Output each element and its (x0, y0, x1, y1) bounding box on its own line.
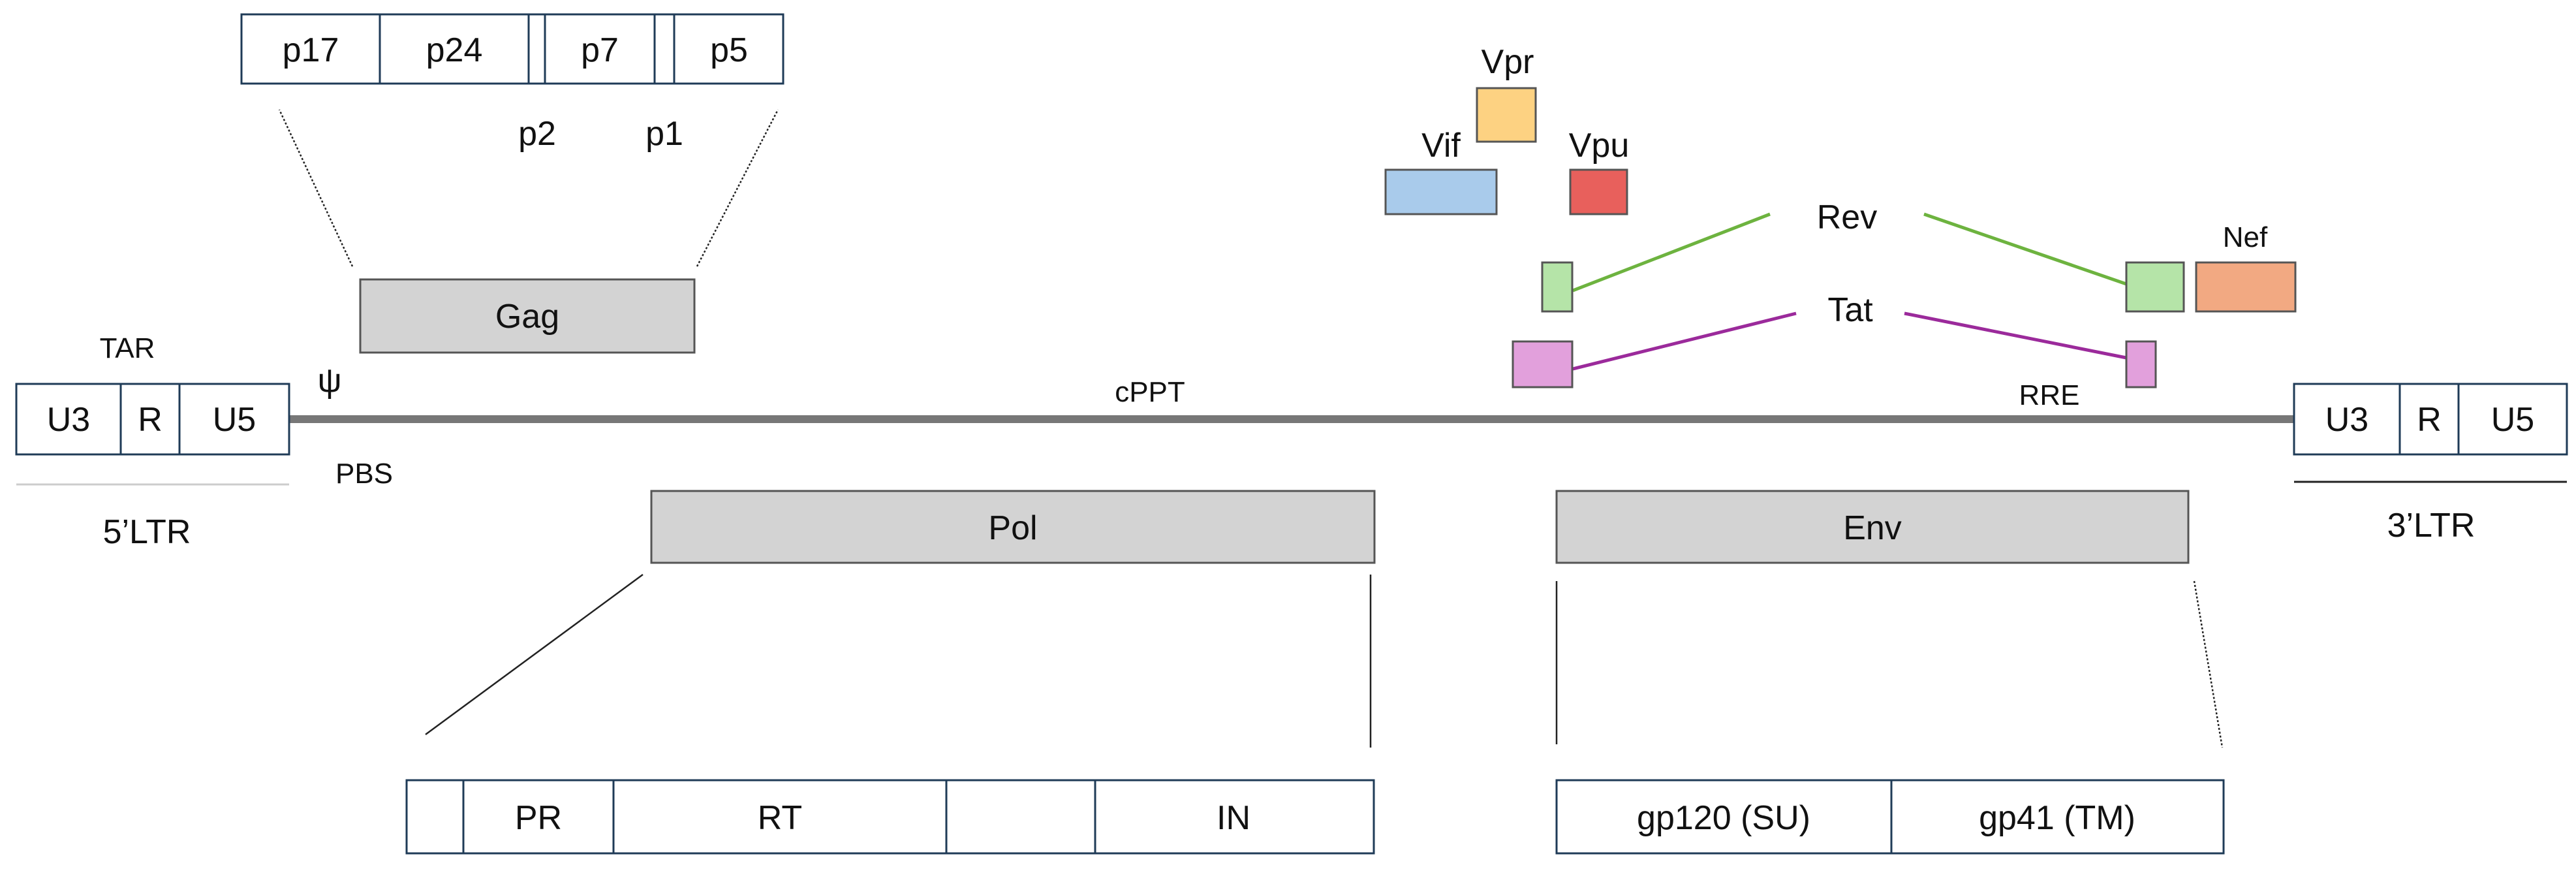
gag-p7: p7 (581, 31, 619, 69)
pol-rt: RT (758, 799, 802, 837)
pol-in: IN (1217, 799, 1250, 837)
pol-label: Pol (988, 509, 1037, 547)
vpr-label: Vpr (1482, 43, 1534, 81)
ltr5-box (15, 383, 290, 456)
gag-label: Gag (495, 298, 559, 336)
tar-label: TAR (100, 332, 155, 364)
psi-label: ψ (317, 362, 341, 400)
tat-splice-left (1572, 311, 1797, 371)
rre-label: RRE (2019, 379, 2080, 411)
rev-splice-right (1923, 212, 2127, 286)
ltr3-label: 3’LTR (2387, 507, 2475, 545)
gag-gene (359, 278, 696, 354)
tat-label: Tat (1827, 291, 1873, 329)
ltr3-r: R (2417, 401, 2442, 439)
env-gene (1555, 490, 2190, 564)
gag-zoom-left (278, 109, 354, 267)
gag-products: p17 p24 p7 p5 p2 p1 (240, 13, 784, 153)
rev-splice-left (1572, 212, 1771, 292)
env-products: gp120 (SU) gp41 (TM) (1555, 779, 2225, 855)
rev-exon1 (1541, 261, 1574, 313)
gag-zoom-right (696, 109, 779, 267)
env-products-box (1555, 779, 2225, 855)
pol-products-box (405, 779, 1375, 855)
ltr3-box (2293, 383, 2568, 456)
ltr5-u5: U5 (213, 401, 256, 439)
tat-splice-right (1904, 311, 2127, 360)
nef-label: Nef (2223, 221, 2268, 253)
env-gp120: gp120 (SU) (1637, 799, 1810, 837)
ltr3-u3: U3 (2325, 401, 2368, 439)
gag-products-box (240, 13, 784, 85)
tat-exon1 (1512, 340, 1574, 388)
ltr3-u5: U5 (2491, 401, 2534, 439)
env-label: Env (1843, 509, 1902, 547)
ltr5-u3: U3 (47, 401, 90, 439)
cppt-label: cPPT (1115, 376, 1185, 408)
env-gp41: gp41 (TM) (1979, 799, 2135, 837)
pol-pr: PR (515, 799, 562, 837)
env-zoom-right (2193, 580, 2224, 748)
gag-p1: p1 (645, 115, 683, 153)
gag-p5: p5 (710, 31, 748, 69)
gag-p24: p24 (426, 31, 483, 69)
tat-exon2 (2125, 340, 2157, 388)
pol-products: PR RT IN (405, 779, 1375, 855)
ltr-3prime: U3 R U5 3’LTR (2293, 383, 2568, 545)
ltr5-label: 5’LTR (103, 513, 191, 551)
vpu-label: Vpu (1569, 127, 1630, 165)
vpr-gene (1476, 87, 1537, 143)
gag-p2: p2 (518, 115, 556, 153)
vif-gene (1384, 168, 1498, 215)
ltr5-r: R (138, 401, 163, 439)
pbs-label: PBS (335, 458, 393, 490)
pol-gene (650, 490, 1376, 564)
rev-label: Rev (1817, 198, 1877, 236)
gag-p17: p17 (283, 31, 339, 69)
vpu-gene (1569, 168, 1628, 215)
pol-zoom-left (425, 573, 644, 736)
vif-label: Vif (1421, 127, 1461, 165)
nef-gene (2195, 261, 2297, 313)
rev-exon2 (2125, 261, 2185, 313)
ltr-5prime: U3 R U5 5’LTR TAR (15, 332, 290, 551)
